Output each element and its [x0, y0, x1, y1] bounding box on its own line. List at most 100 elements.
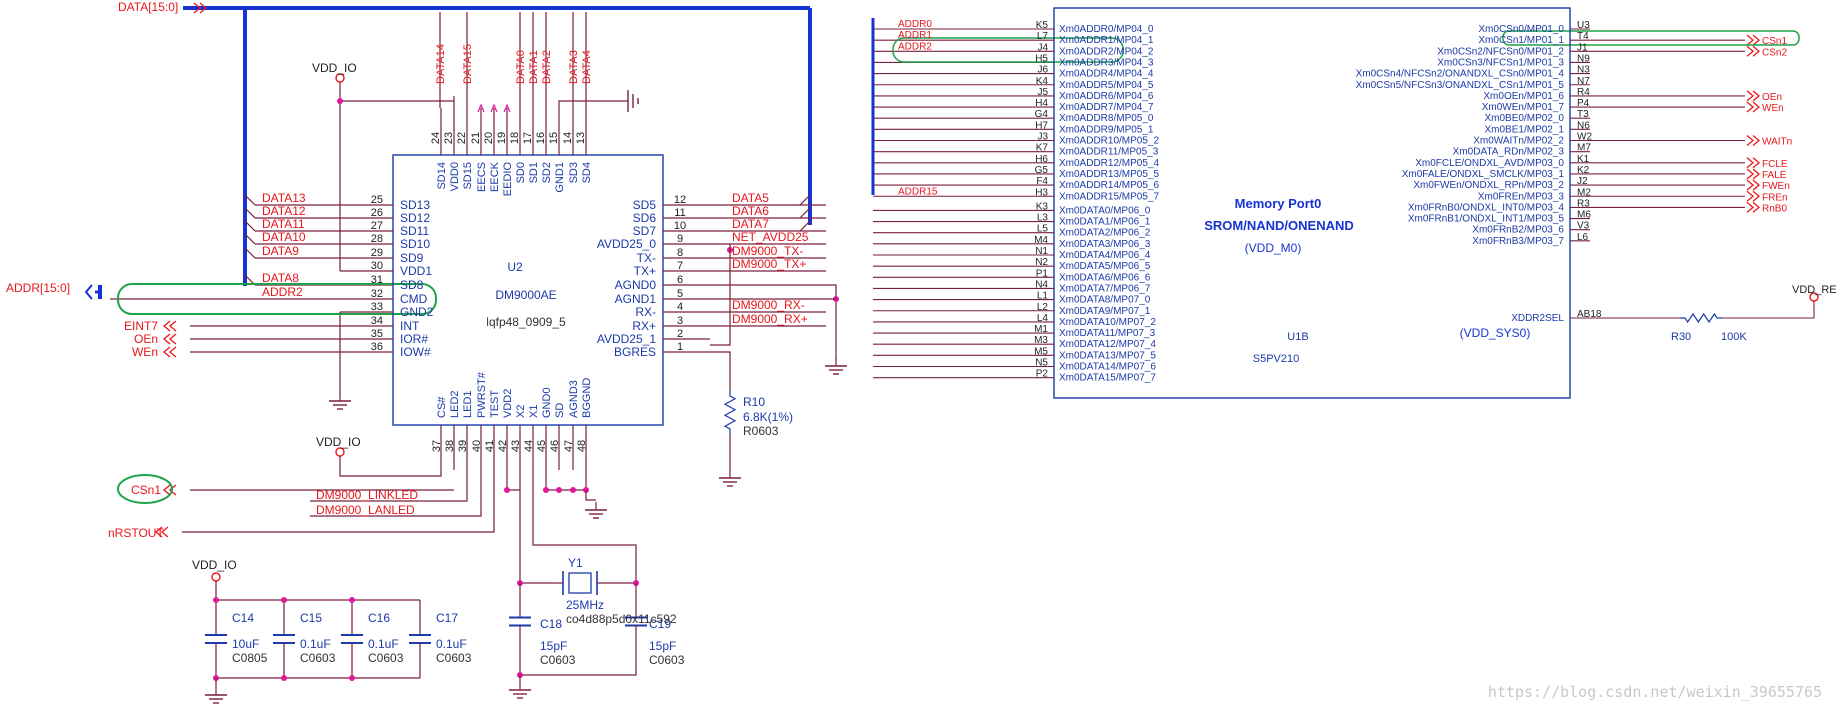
u1-port-label: FWEn: [1762, 181, 1790, 192]
u2-pin-number: 31: [371, 274, 383, 286]
u1-port: [1746, 168, 1755, 180]
c18-ref: C18: [540, 617, 562, 631]
u1-port-label: FREn: [1762, 192, 1788, 203]
u1-pin-name: Xm0DATA15/MP07_7: [1059, 373, 1156, 384]
u2-pin-number: 13: [575, 132, 587, 144]
watermark: https://blog.csdn.net/weixin_39655765: [1488, 683, 1822, 701]
u1-pin-name: Xm0FRnB2/MP03_6: [1472, 225, 1564, 236]
highlight-csn1: [117, 474, 173, 504]
u1-port-label: CSn1: [1762, 36, 1787, 47]
u2-pin-name: GND1: [554, 162, 566, 193]
u1-ball: H4: [1035, 98, 1048, 109]
port-chevron-2: [1752, 190, 1761, 202]
u1-pin-name: Xm0DATA0/MP06_0: [1059, 205, 1151, 216]
highlight-u1-addr2: [892, 37, 1124, 63]
u1-refdes: U1B: [1287, 331, 1308, 343]
u2-left-net-label: DATA10: [262, 230, 306, 244]
u1-ball: N9: [1577, 53, 1590, 64]
u1-ball: G4: [1035, 109, 1049, 120]
xtal-cap-ground: [519, 660, 637, 676]
u1-pin-name: Xm0ADDR5/MP04_5: [1059, 80, 1154, 91]
u2-pin-number: 28: [371, 233, 383, 245]
u1-pin-name: Xm0ADDR7/MP04_7: [1059, 102, 1154, 113]
u1-port: [1746, 90, 1755, 102]
ctrl-port: [168, 346, 177, 358]
u2-left-net-label: ADDR2: [262, 285, 303, 299]
u2-left-net-label: DATA9: [262, 244, 299, 258]
junction-vdd0: [337, 98, 343, 104]
r10-value: 6.8K(1%): [743, 410, 793, 424]
u1-pin-name: Xm0ADDR4/MP04_4: [1059, 69, 1154, 80]
u1-pin-name: Xm0FRnB1/ONDXL_INT1/MP03_5: [1408, 214, 1565, 225]
nrst-wire: [182, 470, 495, 533]
u2-pin-number: 37: [431, 440, 443, 452]
u1-pin-name: Xm0ADDR14/MP05_6: [1059, 180, 1159, 191]
u2-pin-number: 24: [430, 132, 442, 144]
u1-ball: L3: [1037, 213, 1049, 224]
u2-pin-name: VDD1: [400, 264, 432, 278]
highlight-addr2: [117, 283, 437, 315]
port-chevron-2: [162, 320, 171, 332]
u1-ball: P4: [1577, 98, 1590, 109]
bus-entry: [799, 194, 811, 206]
u2-pin-name: SD: [554, 403, 566, 418]
u2-left-net-label: DATA8: [262, 271, 299, 285]
u1-ball: H6: [1035, 154, 1048, 165]
u2-pin-number: 4: [677, 301, 683, 313]
u2-top-net-label: DATA3: [568, 50, 580, 84]
u1-ball: F4: [1036, 176, 1048, 187]
u2-pin-number: 34: [371, 315, 383, 327]
u2-pin-name: SD7: [633, 224, 657, 238]
u1-pin-name: Xm0WAITn/MP02_2: [1473, 136, 1564, 147]
u1-ball: U3: [1577, 20, 1590, 31]
u1-pin-name: Xm0FCLE/ONDXL_AVD/MP03_0: [1415, 158, 1564, 169]
u1-pin-name: Xm0ADDR13/MP05_5: [1059, 169, 1159, 180]
u2-pin-name: CS#: [436, 396, 448, 418]
c19-pkg: C0603: [649, 653, 685, 667]
y1-ref: Y1: [568, 556, 583, 570]
decap-value: 0.1uF: [368, 637, 399, 651]
decap-ref: C15: [300, 611, 322, 625]
u2-pin-name: BGGND: [581, 378, 593, 418]
u2-pin-name: SD12: [400, 211, 430, 225]
u2-pin-number: 44: [523, 440, 535, 452]
u1-port: [1746, 101, 1755, 113]
vdd-io-label-3: VDD_IO: [192, 558, 237, 572]
u2-pin-number: 32: [371, 288, 383, 300]
u2-pin-name: AVDD25_0: [597, 237, 656, 251]
u1-ball: P1: [1036, 268, 1049, 279]
c19-ref: C19: [649, 617, 671, 631]
u1-ball: L4: [1037, 313, 1049, 324]
u2-pin-number: 41: [484, 440, 496, 452]
u2-pin-number: 27: [371, 220, 383, 232]
u2-pin-number: 7: [677, 260, 683, 272]
port-chevron-2: [162, 346, 171, 358]
linkled-wire: [310, 470, 468, 502]
cs-pull: [339, 456, 442, 477]
u1-ball: L6: [1577, 232, 1589, 243]
u2-pin-number: 21: [470, 132, 482, 144]
u1-pin-name: Xm0FREn/MP03_3: [1478, 191, 1565, 202]
u1-ball: J2: [1577, 176, 1588, 187]
decap-ref: C16: [368, 611, 390, 625]
u1-addr-label: ADDR2: [898, 41, 932, 52]
port-chevron-2: [1752, 34, 1761, 46]
gnd-bottom-drop: [585, 490, 596, 501]
u1-port-label: OEn: [1762, 92, 1782, 103]
u2-pin-number: 25: [371, 194, 383, 206]
u1-ball: K1: [1577, 154, 1590, 165]
port-chevron-2: [162, 333, 171, 345]
u2-pin-number: 43: [510, 440, 522, 452]
nc-marker: [503, 103, 511, 113]
u1-pin-name: Xm0WEn/MP01_7: [1482, 102, 1565, 113]
u2-pin-name: SD1: [528, 162, 540, 183]
u2-left-net-label: DATA12: [262, 204, 306, 218]
u1-ball: T4: [1577, 31, 1589, 42]
vdd-io-pin-3: [211, 572, 221, 582]
u1-pin-name: Xm0DATA4/MP06_4: [1059, 250, 1151, 261]
bus-entry: [799, 207, 811, 219]
y1-value: 25MHz: [566, 598, 604, 612]
u2-pin-name: LED1: [462, 390, 474, 418]
u2-pin-name: INT: [400, 319, 420, 333]
u1-pin-name: Xm0ADDR12/MP05_4: [1059, 158, 1159, 169]
